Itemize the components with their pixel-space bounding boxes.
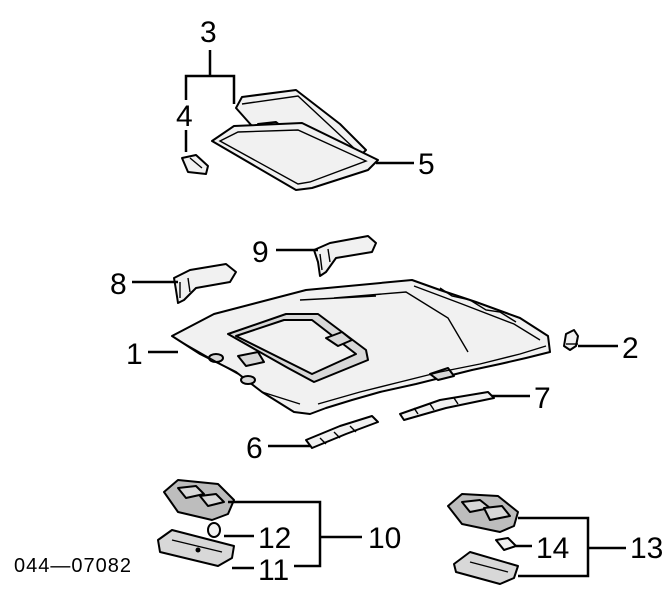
sunshade-knob-part <box>181 154 209 175</box>
callout-3: 3 <box>200 16 217 49</box>
assist-grip-left-part <box>173 263 237 304</box>
callout-2: 2 <box>622 332 639 365</box>
callout-14: 14 <box>536 532 569 565</box>
dome-lamp-bulb-part <box>495 537 517 551</box>
callout-7: 7 <box>534 382 551 415</box>
callout-8: 8 <box>110 268 127 301</box>
lamp-bulb-part <box>207 522 221 538</box>
callout-11: 11 <box>258 554 289 587</box>
callout-9: 9 <box>252 236 269 269</box>
dome-lamp-lens-part <box>453 551 519 585</box>
callout-10: 10 <box>368 522 401 555</box>
callout-5: 5 <box>418 148 435 181</box>
callout-12: 12 <box>258 522 291 555</box>
side-trim-strip-part <box>399 391 495 421</box>
callout-1: 1 <box>126 338 143 371</box>
roof-headlining-part <box>171 279 551 415</box>
clip-part <box>563 329 579 351</box>
sunroof-frame-seal-part <box>211 122 379 191</box>
callout-6: 6 <box>246 432 263 465</box>
leader-lines <box>132 50 626 578</box>
lamp-lens-part <box>157 529 235 567</box>
front-trim-strip-part <box>305 415 379 449</box>
diagram-code: 044—07082 <box>14 555 132 577</box>
callout-13: 13 <box>630 532 663 565</box>
assist-grip-upper-part <box>313 235 377 277</box>
dome-lamp-assembly-part <box>447 493 519 533</box>
map-lamp-assembly-part <box>163 479 235 521</box>
callout-4: 4 <box>176 100 193 133</box>
